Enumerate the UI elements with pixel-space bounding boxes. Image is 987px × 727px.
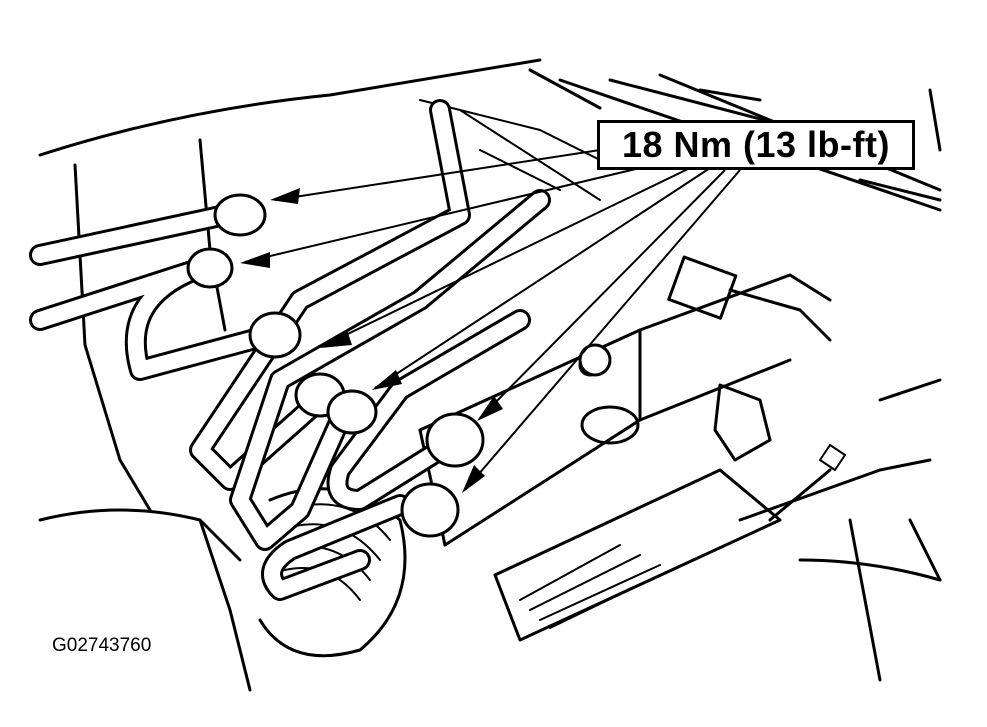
arrowhead	[270, 188, 300, 204]
leader-line	[324, 167, 691, 346]
torque-callout-leaders	[240, 149, 741, 493]
leader-line	[274, 149, 601, 201]
electrical-connector	[667, 255, 942, 582]
torque-value-label: 18 Nm (13 lb-ft)	[621, 124, 891, 165]
arrowhead	[477, 396, 503, 421]
arrowhead	[320, 330, 352, 348]
leader-line	[374, 167, 711, 389]
fitting-nuts	[186, 193, 612, 538]
torque-callout-box: 18 Nm (13 lb-ft)	[597, 120, 915, 170]
valve-block	[418, 273, 832, 547]
arrowhead	[462, 465, 485, 493]
leader-line	[464, 169, 741, 491]
leader-line	[244, 167, 641, 263]
leader-line	[479, 169, 726, 419]
receiver-tray	[493, 468, 782, 642]
arrowhead	[240, 252, 270, 268]
figure-id-label: G02743760	[52, 635, 152, 656]
arrowhead	[372, 370, 402, 390]
